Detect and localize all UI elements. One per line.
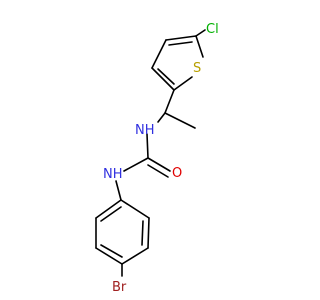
atom-br: Br xyxy=(112,280,127,295)
bond-b6-b1 xyxy=(95,199,122,219)
atom-nh-top: NH xyxy=(135,123,155,138)
bond-b6-b1-inner xyxy=(100,206,122,222)
atom-cl: Cl xyxy=(206,22,219,37)
bond-c3-ch xyxy=(164,89,175,114)
bond-b3-b4 xyxy=(121,247,149,265)
bond-c2-c3-inner xyxy=(157,68,175,85)
atom-nh-left: NH xyxy=(103,167,123,182)
bond-b1-b2 xyxy=(120,199,150,219)
bond-c2-c3 xyxy=(151,67,175,91)
bond-nh-aryl xyxy=(115,180,122,201)
molecule-structure: Cl S NH O NH Br xyxy=(95,22,219,295)
bond-b2-b3-inner xyxy=(141,220,144,246)
bond-nh-carbonyl xyxy=(146,133,149,159)
bond-c4-c1 xyxy=(165,35,197,41)
bond-c4-c1-inner xyxy=(168,41,193,46)
bond-b4-b5-inner xyxy=(100,244,123,258)
bond-b4-b5 xyxy=(95,247,123,265)
bond-ch-methyl xyxy=(164,112,196,129)
bond-c4-cl xyxy=(195,29,206,37)
bond-b2-b3 xyxy=(147,217,150,249)
atom-s: S xyxy=(193,61,201,76)
benzene-ring xyxy=(95,199,150,277)
bond-carbonyl-o-b xyxy=(147,164,169,178)
bond-carbonyl-o-a xyxy=(147,157,171,172)
bond-s-c4 xyxy=(195,35,204,58)
bond-ch-nh xyxy=(157,112,166,123)
bond-c1-c2 xyxy=(151,39,167,69)
bond-c3-s xyxy=(173,76,193,91)
atom-o: O xyxy=(172,166,182,181)
bond-carbonyl-nh xyxy=(123,157,149,172)
thiophene-ring xyxy=(151,29,206,91)
